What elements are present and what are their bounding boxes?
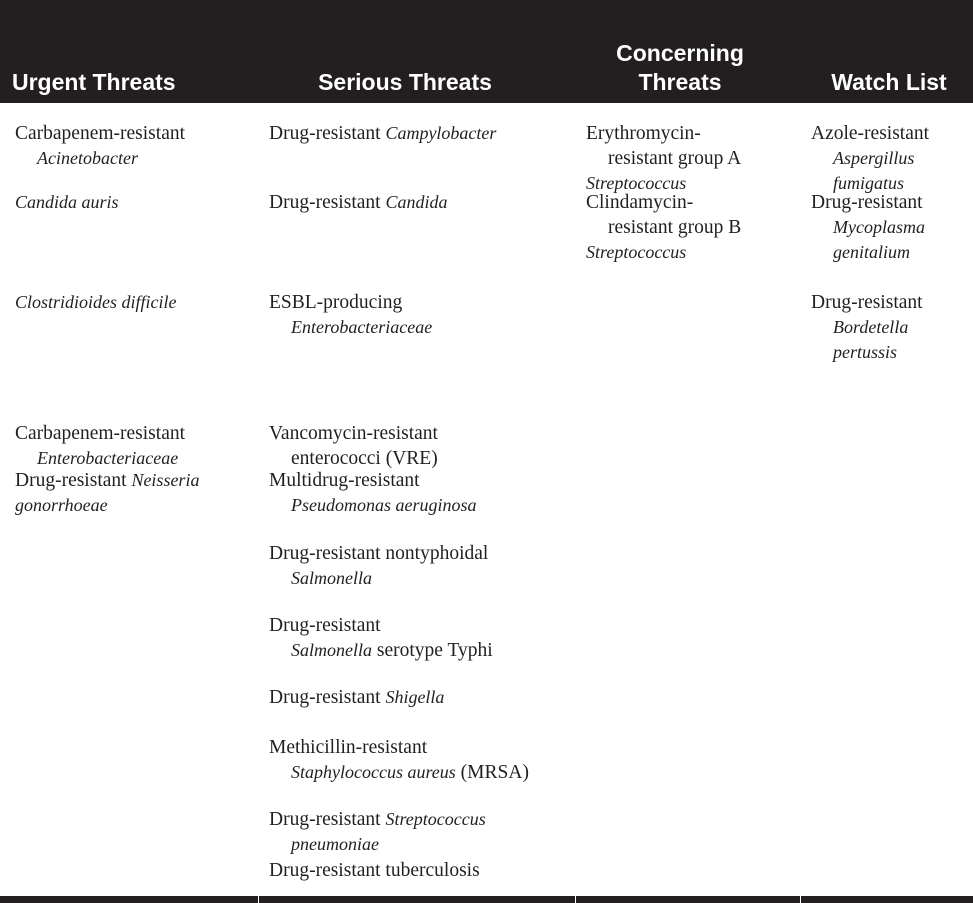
entry-line: Vancomycin-resistant — [269, 423, 438, 444]
entry-organism: Acinetobacter — [37, 148, 138, 168]
header-serious-threats: Serious Threats — [318, 69, 492, 95]
list-item: Methicillin-resistant Staphylococcus aur… — [269, 735, 569, 785]
entry-organism: Aspergillus — [833, 148, 915, 168]
list-item: Drug-resistant Salmonella serotype Typhi — [269, 613, 569, 663]
entry-organism: Candida auris — [15, 192, 119, 212]
list-item: Drug-resistant tuberculosis — [269, 858, 569, 883]
entry-organism: Streptococcus — [586, 173, 687, 193]
entry-line: ESBL-producing — [269, 292, 403, 313]
header-concerning-line1: Concerning — [616, 40, 744, 66]
entry-organism: gonorrhoeae — [15, 495, 108, 515]
list-item: Drug-resistant Mycoplasma genitalium — [811, 190, 971, 265]
list-item: Carbapenem-resistant Acinetobacter — [15, 121, 255, 171]
entry-line: Drug-resistant — [811, 292, 923, 313]
entry-line: enterococci (VRE) — [291, 448, 438, 469]
entry-organism: Salmonella — [291, 640, 372, 660]
entry-line: serotype Typhi — [372, 640, 493, 661]
list-item: Azole-resistant Aspergillus fumigatus — [811, 121, 971, 196]
entry-line: Clindamycin- — [586, 192, 694, 213]
entry-line: resistant group A — [608, 148, 742, 169]
entry-organism: Neisseria — [131, 470, 200, 490]
list-item: Drug-resistant Streptococcus pneumoniae — [269, 807, 569, 857]
entry-organism: Bordetella — [833, 317, 909, 337]
list-item: Drug-resistant Neisseria gonorrhoeae — [15, 468, 255, 518]
list-item: Candida auris — [15, 190, 255, 215]
list-item: Drug-resistant Bordetella pertussis — [811, 290, 971, 365]
entry-line: resistant group B — [608, 217, 742, 238]
entry-line: Drug-resistant — [269, 192, 386, 213]
entry-organism: Candida — [385, 192, 448, 212]
entry-organism: Enterobacteriaceae — [291, 317, 433, 337]
entry-line: Multidrug-resistant — [269, 470, 420, 491]
header-concerning-line2: Threats — [638, 69, 722, 95]
entry-organism: Clostridioides difficile — [15, 292, 177, 312]
entry-line: Drug-resistant tuberculosis — [269, 860, 480, 881]
list-item: Vancomycin-resistant enterococci (VRE) — [269, 421, 569, 471]
entry-line: Drug-resistant — [15, 470, 132, 491]
column-divider — [575, 896, 576, 903]
entry-line: Azole-resistant — [811, 123, 930, 144]
header-watch-list: Watch List — [831, 69, 947, 95]
entry-organism: pertussis — [833, 342, 898, 362]
list-item: Multidrug-resistant Pseudomonas aerugino… — [269, 468, 569, 518]
entry-organism: Salmonella — [291, 568, 372, 588]
column-concerning-threats: Erythromycin- resistant group A Streptoc… — [585, 103, 801, 895]
column-divider — [258, 896, 259, 903]
entry-organism: Enterobacteriaceae — [37, 448, 179, 468]
list-item: Clindamycin- resistant group B Streptoco… — [586, 190, 801, 265]
header-concerning-threats: Concerning Threats — [565, 39, 795, 97]
table-header: Urgent Threats Serious Threats Concernin… — [0, 0, 973, 103]
entry-organism: Staphylococcus aureus — [291, 762, 456, 782]
entry-organism: Streptococcus — [586, 242, 687, 262]
entry-line: Drug-resistant — [269, 687, 386, 708]
entry-line: Drug-resistant — [269, 615, 381, 636]
entry-line: (MRSA) — [455, 762, 529, 783]
entry-line: Carbapenem-resistant — [15, 423, 186, 444]
entry-organism: Pseudomonas aeruginosa — [291, 495, 477, 515]
entry-organism: Mycoplasma — [833, 217, 925, 237]
entry-line: Drug-resistant nontyphoidal — [269, 543, 489, 564]
list-item: Drug-resistant nontyphoidal Salmonella — [269, 541, 569, 591]
entry-organism: fumigatus — [833, 173, 905, 193]
entry-organism: Shigella — [385, 687, 445, 707]
entry-organism: Streptococcus — [385, 809, 486, 829]
header-urgent-threats: Urgent Threats — [12, 69, 176, 95]
column-serious-threats: Drug-resistant Campylobacter Drug-resist… — [268, 103, 569, 895]
entry-organism: genitalium — [833, 242, 910, 262]
entry-organism: Campylobacter — [385, 123, 497, 143]
entry-line: Drug-resistant — [811, 192, 923, 213]
entry-organism: pneumoniae — [291, 834, 379, 854]
list-item: Clostridioides difficile — [15, 290, 255, 315]
list-item: Drug-resistant Candida — [269, 190, 569, 215]
column-divider — [800, 896, 801, 903]
list-item: Erythromycin- resistant group A Streptoc… — [586, 121, 801, 196]
column-watch-list: Azole-resistant Aspergillus fumigatus Dr… — [810, 103, 971, 895]
list-item: Drug-resistant Shigella — [269, 685, 569, 710]
list-item: Carbapenem-resistant Enterobacteriaceae — [15, 421, 255, 471]
bottom-rule — [0, 896, 973, 903]
entry-line: Erythromycin- — [586, 123, 701, 144]
entry-line: Methicillin-resistant — [269, 737, 428, 758]
entry-line: Drug-resistant — [269, 809, 386, 830]
column-urgent-threats: Carbapenem-resistant Acinetobacter Candi… — [15, 103, 255, 895]
entry-line: Drug-resistant — [269, 123, 386, 144]
list-item: Drug-resistant Campylobacter — [269, 121, 569, 146]
entry-line: Carbapenem-resistant — [15, 123, 186, 144]
list-item: ESBL-producing Enterobacteriaceae — [269, 290, 569, 340]
